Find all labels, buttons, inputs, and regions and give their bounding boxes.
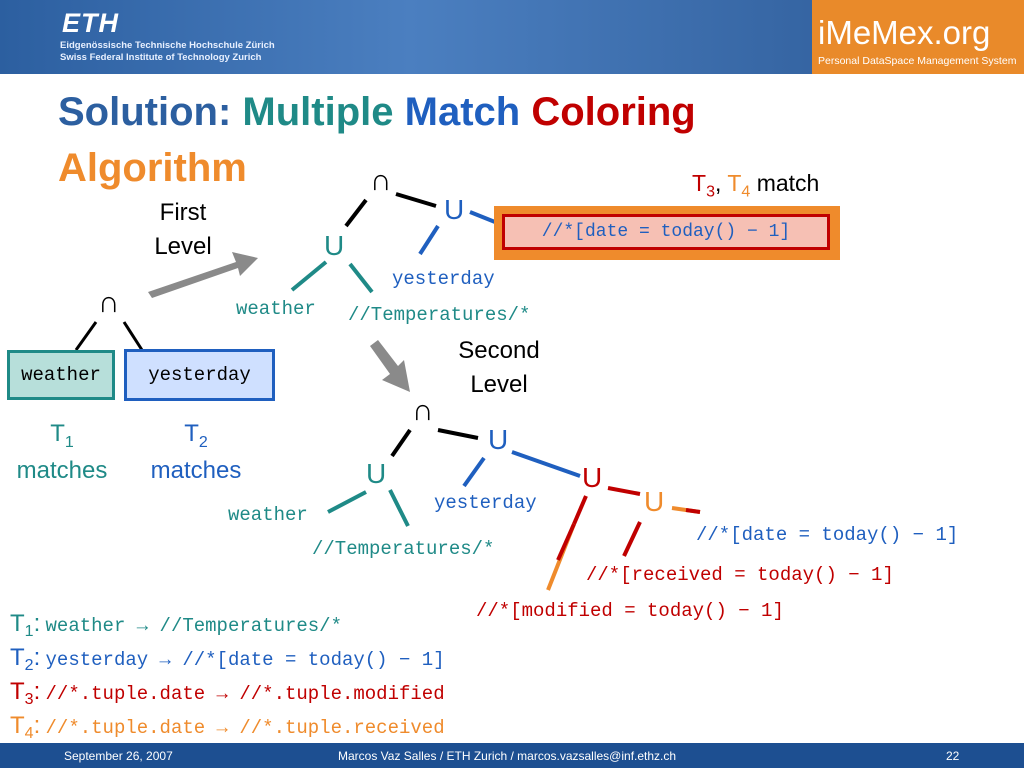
first-intersect-node: ∩ bbox=[370, 164, 392, 197]
second-date-leaf: //*[date = today() − 1] bbox=[696, 524, 959, 546]
second-intersect-node: ∩ bbox=[412, 394, 434, 427]
eth-logo: ETH bbox=[62, 8, 119, 38]
t1-symbol: T bbox=[50, 420, 65, 447]
title-algorithm: Algorithm bbox=[58, 146, 247, 190]
imemex-brand-box bbox=[812, 0, 1024, 74]
first-yesterday-leaf: yesterday bbox=[392, 268, 495, 290]
left-tree-edges bbox=[74, 321, 144, 351]
footer-author: Marcos Vaz Salles / ETH Zurich / marcos.… bbox=[338, 749, 677, 763]
t3-def-symbol: T bbox=[10, 678, 25, 705]
transformation-t4: T4: //*.tuple.date → //*.tuple.received bbox=[10, 712, 445, 743]
second-level-line1: Second bbox=[458, 337, 540, 364]
t2-matches-text: matches bbox=[150, 456, 242, 484]
t1-def-colon: : bbox=[33, 610, 41, 637]
t4-def-rule: //*.tuple.date → //*.tuple.received bbox=[45, 717, 445, 739]
second-level-line2: Level bbox=[470, 371, 528, 398]
slide-title: Solution: Multiple Match Coloring bbox=[58, 90, 696, 135]
second-level-edges bbox=[327, 428, 701, 591]
title-solution: Solution: bbox=[58, 90, 232, 134]
left-intersect-node: ∩ bbox=[98, 286, 120, 319]
t2-symbol: T bbox=[184, 420, 199, 447]
t2-matches-label: T2 matches bbox=[146, 420, 246, 485]
title-match: Match bbox=[404, 90, 521, 134]
imemex-subtitle: Personal DataSpace Management System bbox=[818, 55, 1017, 67]
t3-def-rule: //*.tuple.date → //*.tuple.modified bbox=[45, 683, 445, 705]
second-yesterday-leaf: yesterday bbox=[434, 492, 537, 514]
second-temperatures-leaf: //Temperatures/* bbox=[312, 538, 495, 560]
transformation-t3: T3: //*.tuple.date → //*.tuple.modified bbox=[10, 678, 445, 709]
eth-name-english: Swiss Federal Institute of Technology Zu… bbox=[60, 52, 262, 63]
t4-def-subscript: 4 bbox=[24, 724, 34, 742]
t3-symbol: T bbox=[692, 170, 707, 196]
match-word: match bbox=[756, 170, 820, 196]
page-number: 22 bbox=[946, 749, 960, 763]
t1-subscript: 1 bbox=[64, 433, 74, 451]
t2-def-rule: yesterday → //*[date = today() − 1] bbox=[45, 649, 445, 671]
arrow-to-first-level bbox=[148, 252, 258, 298]
t3-def-subscript: 3 bbox=[24, 690, 34, 708]
t1-matches-text: matches bbox=[16, 456, 108, 484]
title-multiple: Multiple bbox=[242, 90, 394, 134]
first-union-left: U bbox=[324, 230, 345, 261]
arrow-to-second-level bbox=[370, 340, 410, 392]
weather-leaf-box: weather bbox=[7, 350, 115, 400]
yesterday-leaf-box: yesterday bbox=[124, 349, 275, 401]
comma: , bbox=[714, 170, 722, 196]
t2-def-symbol: T bbox=[10, 644, 25, 671]
second-union-left: U bbox=[366, 458, 387, 489]
eth-name-german: Eidgenössische Technische Hochschule Zür… bbox=[60, 40, 275, 51]
transformation-t1: T1: weather → //Temperatures/* bbox=[10, 610, 342, 641]
second-union-top: U bbox=[488, 424, 509, 455]
imemex-logo: iMeMex.org bbox=[818, 14, 991, 51]
t1-matches-label: T1 matches bbox=[12, 420, 112, 485]
footer-date: September 26, 2007 bbox=[64, 749, 173, 763]
first-level-line2: Level bbox=[154, 233, 212, 260]
first-temperatures-leaf: //Temperatures/* bbox=[348, 304, 531, 326]
second-union-red: U bbox=[582, 462, 603, 493]
t1-def-symbol: T bbox=[10, 610, 25, 637]
second-modified-leaf: //*[modified = today() − 1] bbox=[476, 600, 784, 622]
second-union-orange: U bbox=[644, 486, 665, 517]
first-level-line1: First bbox=[159, 199, 207, 226]
t2-subscript: 2 bbox=[198, 433, 208, 451]
t1-def-rule: weather → //Temperatures/* bbox=[45, 615, 342, 637]
second-received-leaf: //*[received = today() − 1] bbox=[586, 564, 894, 586]
title-coloring: Coloring bbox=[531, 90, 696, 134]
footer-bar bbox=[0, 743, 1024, 768]
first-level-label: First Level bbox=[138, 196, 228, 264]
t4-def-symbol: T bbox=[10, 712, 25, 739]
first-weather-leaf: weather bbox=[236, 298, 316, 320]
t3-def-colon: : bbox=[33, 678, 41, 705]
t3-subscript: 3 bbox=[706, 183, 715, 201]
first-date-leaf-box: //*[date = today() − 1] bbox=[502, 214, 830, 250]
second-level-label: Second Level bbox=[446, 334, 552, 402]
t2-def-subscript: 2 bbox=[24, 656, 34, 674]
t2-def-colon: : bbox=[33, 644, 41, 671]
t4-symbol: T bbox=[727, 170, 742, 196]
t1-def-subscript: 1 bbox=[24, 622, 34, 640]
second-weather-leaf: weather bbox=[228, 504, 308, 526]
first-union-top: U bbox=[444, 194, 465, 225]
t3-t4-match-label: T3, T4 match bbox=[692, 170, 819, 202]
t4-def-colon: : bbox=[33, 712, 41, 739]
transformation-t2: T2: yesterday → //*[date = today() − 1] bbox=[10, 644, 445, 675]
t4-subscript: 4 bbox=[741, 183, 751, 201]
